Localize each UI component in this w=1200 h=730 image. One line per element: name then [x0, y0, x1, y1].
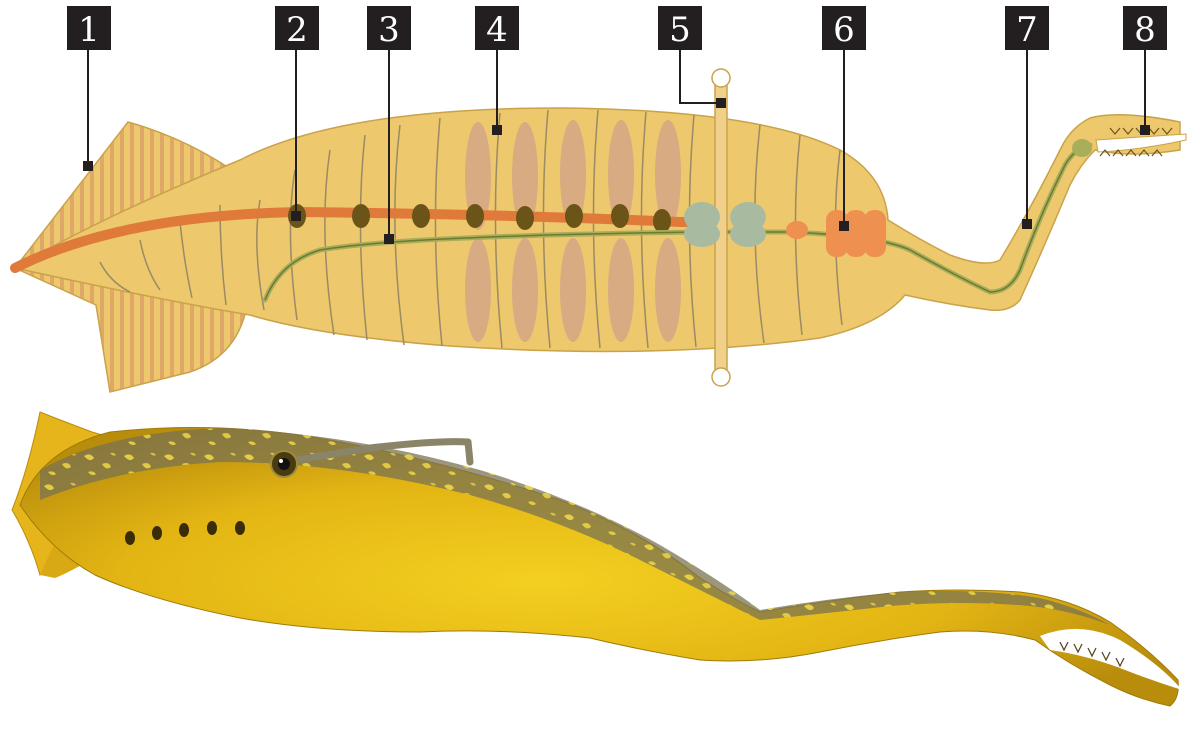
label-3: 3	[367, 6, 411, 50]
small-organ	[786, 221, 808, 239]
label-6: 6	[822, 6, 866, 50]
render-body	[20, 428, 1178, 707]
label-2: 2	[275, 6, 319, 50]
label-2-text: 2	[286, 10, 308, 50]
label-3-text: 3	[378, 10, 400, 50]
label-4-text: 4	[486, 10, 508, 50]
creature-illustration	[12, 412, 1182, 706]
label-1-text: 1	[78, 10, 100, 50]
label-5: 5	[658, 6, 702, 50]
label-8-text: 8	[1134, 10, 1156, 50]
label-8: 8	[1123, 6, 1167, 50]
label-1: 1	[67, 6, 111, 50]
gut-organs	[826, 210, 886, 257]
label-5-text: 5	[669, 10, 691, 50]
label-7: 7	[1005, 6, 1049, 50]
label-6-text: 6	[833, 10, 855, 50]
anatomy-diagram: 1 2 3 4 5 6 7 8	[15, 6, 1186, 392]
label-4: 4	[475, 6, 519, 50]
label-7-text: 7	[1016, 10, 1038, 50]
